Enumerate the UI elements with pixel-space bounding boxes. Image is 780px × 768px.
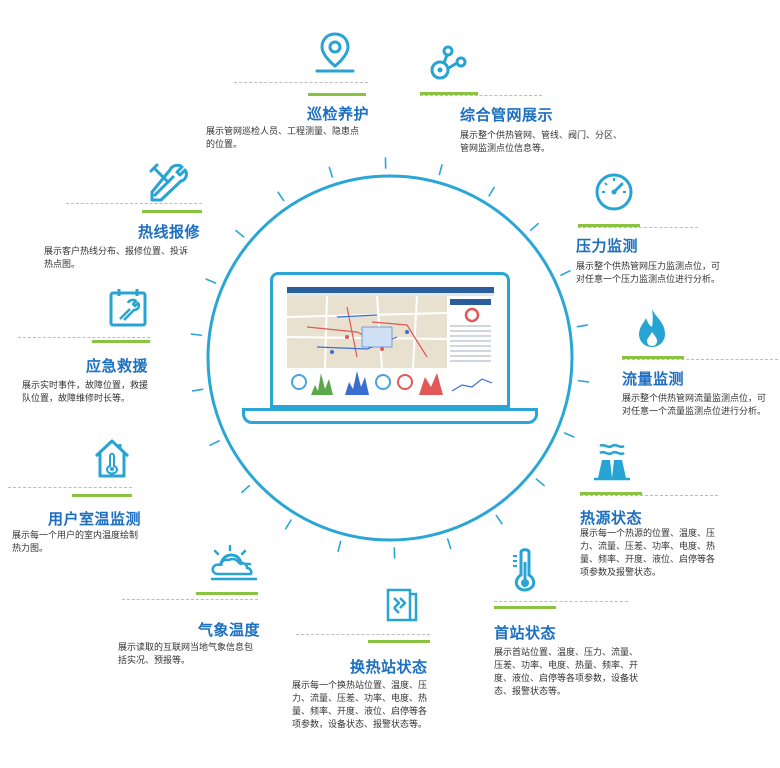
feature-description: 展示整个供热管网流量监测点位，可对任意一个流量监测点位进行分析。 [622, 394, 767, 417]
network-nodes-icon [430, 45, 467, 80]
feature-description: 展示每一个换热站位置、温度、压力、流量、压差、功率、电度、热 量、频率、开度、液… [292, 681, 428, 730]
laptop-display-frame [270, 272, 510, 408]
feature-description: 展示每一个热源的位置、温度、压力、流量、压差、功率、电度、热 量、频率、开度、液… [580, 529, 716, 578]
power-plant-icon [594, 443, 630, 481]
feature-title: 首站状态 [494, 624, 557, 642]
laptop-screen [240, 272, 540, 432]
ring-tick [205, 278, 217, 284]
ring-tick [277, 191, 285, 202]
ring-tick [563, 432, 575, 438]
feature-description: 展示读取的互联网当地气象信息包括实况、预报等。 [118, 643, 254, 666]
ring-tick [328, 166, 334, 178]
feature-description: 展示首站位置、温度、压力、流量、压差、功率、电度、热量、频率、开 度、液位、启停… [494, 648, 639, 697]
feature-description: 展示每一个用户的室内温度绘制热力图。 [12, 531, 139, 554]
feature-description: 展示客户热线分布、报修位置、投诉热点图。 [44, 247, 189, 270]
ring-tick [560, 269, 571, 276]
heat-exchanger-icon [386, 588, 418, 622]
ring-tick [209, 440, 220, 447]
ring-tick [577, 379, 590, 383]
ring-tick [529, 222, 539, 232]
dashboard-thumbnail [287, 287, 494, 396]
feature-title: 热源状态 [580, 509, 643, 527]
tools-icon [149, 163, 188, 202]
map-pin-icon [315, 32, 355, 73]
ring-tick [495, 514, 503, 525]
thermometer-icon [513, 548, 536, 592]
dashboard-preview [287, 287, 494, 396]
feature-title: 应急救援 [86, 357, 149, 375]
ring-tick [488, 186, 496, 197]
feature-description: 展示管网巡检人员、工程测量、隐患点的位置。 [206, 127, 360, 150]
feature-description: 展示实时事件，故障位置，救援队位置，故障维修时长等。 [22, 381, 149, 404]
house-thermometer-icon [94, 439, 130, 478]
ring-tick [235, 229, 245, 238]
feature-title: 综合管网展示 [460, 106, 554, 124]
feature-title: 换热站状态 [350, 658, 428, 676]
feature-title: 用户室温监测 [48, 510, 142, 528]
laptop-base [242, 408, 538, 424]
feature-title: 巡检养护 [307, 105, 370, 123]
feature-title: 压力监测 [576, 237, 639, 255]
ring-tick [446, 538, 452, 550]
weather-sun-cloud-icon [210, 544, 258, 581]
ring-tick [576, 324, 589, 328]
feature-title: 流量监测 [622, 370, 685, 388]
flame-icon [639, 309, 665, 347]
pressure-gauge-icon [595, 173, 633, 211]
ring-tick [535, 478, 545, 487]
ring-tick [241, 484, 251, 494]
feature-description: 展示整个供热管网、管线、阀门、分区、管网监测点位信息等。 [460, 131, 623, 154]
ring-tick [191, 388, 204, 392]
ring-tick [438, 164, 443, 176]
ring-tick [337, 540, 342, 552]
ring-tick [190, 333, 203, 337]
ring-tick [284, 519, 292, 530]
wrench-calendar-icon [109, 289, 147, 327]
feature-description: 展示整个供热管网压力监测点位，可对任意一个压力监测点位进行分析。 [576, 262, 721, 285]
feature-title: 气象温度 [198, 621, 261, 639]
feature-title: 热线报修 [138, 223, 201, 241]
